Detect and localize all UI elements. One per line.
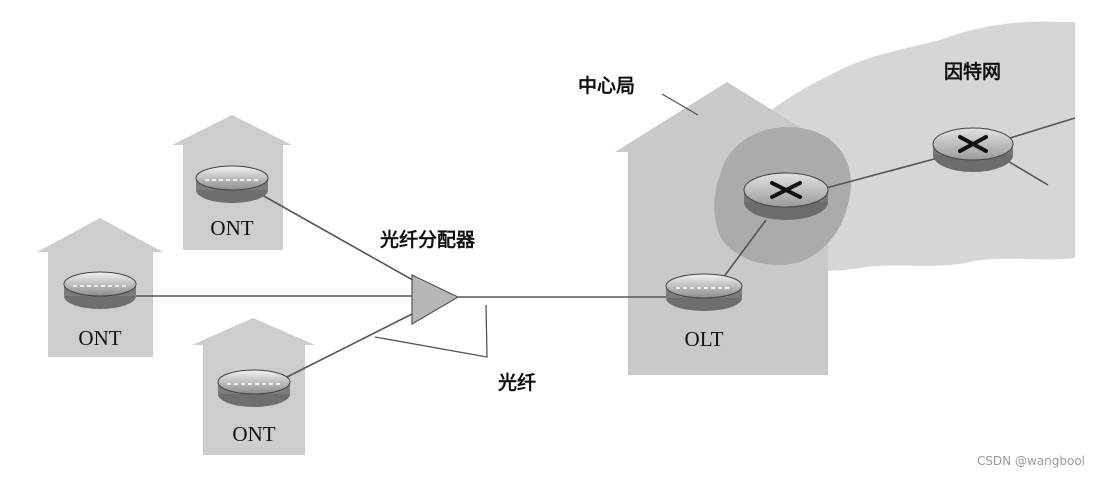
ont-label-1: ONT <box>210 216 253 240</box>
internet-label: 因特网 <box>944 61 1001 83</box>
ont-label-2: ONT <box>78 326 121 350</box>
central-office-label: 中心局 <box>578 74 635 97</box>
ont-device-3 <box>218 370 290 407</box>
ont-device-2 <box>64 272 136 309</box>
olt-device <box>666 274 742 311</box>
splitter-icon <box>412 275 458 324</box>
splitter-label: 光纤分配器 <box>379 228 476 251</box>
router-icon-2 <box>933 128 1013 172</box>
router-icon-1 <box>744 173 828 220</box>
ont-label-3: ONT <box>232 422 275 446</box>
ont-device-1 <box>196 166 268 203</box>
olt-label: OLT <box>685 327 724 351</box>
fiber-label: 光纤 <box>497 371 536 394</box>
watermark: CSDN @wangbool <box>977 454 1085 468</box>
